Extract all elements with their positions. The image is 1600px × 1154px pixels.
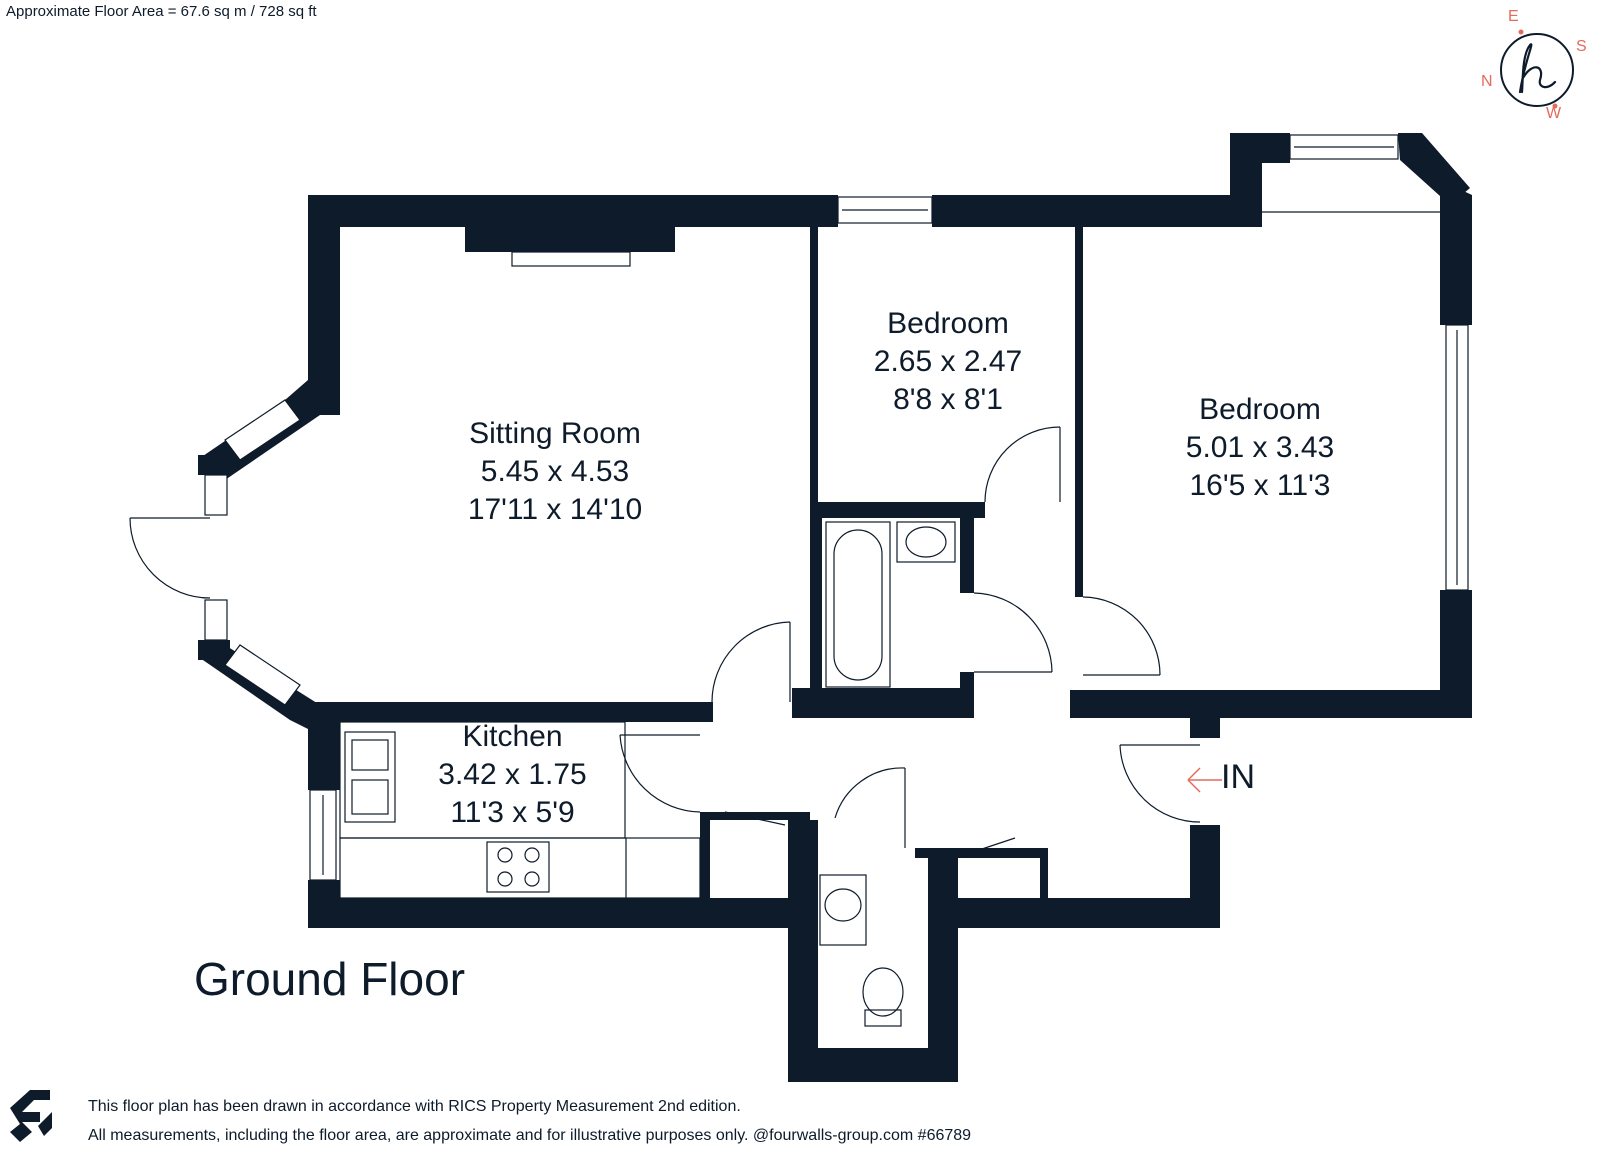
room-bedroom-small-name: Bedroom — [887, 307, 1009, 340]
walls — [198, 133, 1472, 1082]
wall-left-upper — [308, 195, 340, 385]
wall-bathroom-bottom — [792, 688, 974, 718]
kitchen-sink-unit — [344, 731, 396, 823]
hob-ring-2 — [524, 847, 540, 863]
room-kitchen-metric: 3.42 x 1.75 — [438, 758, 587, 791]
bath-outline — [825, 521, 891, 688]
wall-bottom-left — [308, 898, 788, 928]
room-bedroom-small: Bedroom 2.65 x 2.47 8'8 x 8'1 — [828, 305, 1068, 419]
wall-right-top — [1440, 180, 1472, 325]
room-bedroom-large: Bedroom 5.01 x 3.43 16'5 x 11'3 — [1135, 391, 1385, 505]
toilet-bowl — [862, 967, 904, 1017]
kitchen-drainer — [351, 739, 389, 771]
door-arc-sitting — [711, 621, 791, 703]
wall-top-bedroom-left — [798, 195, 838, 227]
wall-entrance-upper — [1190, 718, 1220, 738]
door-cupboard-left — [724, 811, 786, 826]
wall-bottom-right — [928, 898, 1220, 928]
fireplace-hearth — [511, 251, 631, 267]
room-bedroom-large-name: Bedroom — [1199, 393, 1321, 426]
door-arc-garden — [129, 517, 211, 599]
fourwalls-logo-icon — [10, 1090, 52, 1142]
kitchen-sink-bowl — [351, 779, 389, 815]
windows — [204, 134, 1469, 881]
wall-entrance-lower — [1190, 825, 1220, 928]
wall-bay-upper-end — [198, 455, 230, 475]
door-arc-bedroom-large — [1082, 596, 1161, 676]
room-bedroom-small-imperial: 8'8 x 8'1 — [893, 383, 1003, 416]
room-bedroom-large-imperial: 16'5 x 11'3 — [1189, 469, 1331, 502]
window-bay-lower — [224, 644, 301, 706]
room-sitting-name: Sitting Room — [469, 417, 641, 450]
basin-bathroom — [905, 526, 947, 558]
entrance-arrow-icon — [1187, 767, 1222, 793]
wall-bedroom-bottom — [1070, 690, 1472, 718]
compass-east-label: E — [1508, 8, 1519, 25]
wc-basin-unit — [819, 874, 867, 946]
wall-bathroom-right — [960, 518, 974, 593]
window-bay-upper — [224, 399, 301, 461]
hob-ring-1 — [497, 847, 513, 863]
footer-disclaimer-2: All measurements, including the floor ar… — [88, 1127, 972, 1144]
wall-bathroom-left — [810, 518, 822, 688]
wall-cupboard-right — [1040, 848, 1048, 898]
door-arc-kitchen — [619, 734, 701, 813]
toilet-cistern — [864, 1009, 902, 1027]
bath-tub — [833, 529, 883, 681]
room-sitting-imperial: 17'11 x 14'10 — [467, 493, 643, 526]
compass-logo-icon — [1500, 29, 1574, 109]
footer-disclaimer-1: This floor plan has been drawn in accord… — [88, 1098, 741, 1115]
compass-north-label: N — [1481, 73, 1493, 90]
floor-area-label: Approximate Floor Area = 67.6 sq m / 728… — [6, 3, 317, 20]
wall-bathroom-top — [810, 502, 985, 518]
room-kitchen-imperial: 11'3 x 5'9 — [450, 796, 575, 829]
door-arc-bathroom — [973, 592, 1053, 673]
wall-sitting-bedroom — [810, 227, 818, 502]
wall-kitchen-left-upper — [308, 702, 340, 790]
compass-west-label: W — [1546, 105, 1562, 122]
basin-bathroom-unit — [896, 521, 956, 563]
door-arc-wc — [834, 767, 906, 819]
room-kitchen-name: Kitchen — [462, 720, 563, 753]
wall-kitchen-top — [308, 702, 713, 722]
wall-bedrooms-partition — [1075, 227, 1083, 597]
chimney-breast — [465, 227, 675, 252]
window-bay-side-upper — [204, 474, 228, 516]
floor-title: Ground Floor — [194, 953, 466, 1005]
wall-wc-left — [788, 820, 818, 1082]
room-kitchen: Kitchen 3.42 x 1.75 11'3 x 5'9 — [395, 718, 630, 832]
room-sitting: Sitting Room 5.45 x 4.53 17'11 x 14'10 — [430, 415, 680, 529]
door-arc-bedroom-small — [984, 426, 1061, 503]
doors — [129, 426, 1201, 859]
hob-ring-3 — [497, 871, 513, 887]
wall-hall-cupboard — [710, 812, 810, 820]
room-bedroom-large-metric: 5.01 x 3.43 — [1185, 431, 1335, 464]
room-sitting-metric: 5.45 x 4.53 — [480, 455, 630, 488]
wc-basin — [824, 888, 862, 922]
wall-cupboard-top — [915, 848, 1045, 858]
entrance-label: IN — [1221, 758, 1255, 796]
door-arc-entrance — [1119, 744, 1201, 823]
wall-kitchen-right — [700, 812, 710, 898]
compass-south-label: S — [1576, 38, 1587, 55]
kitchen-worktop-lower — [339, 837, 701, 899]
room-bedroom-small-metric: 2.65 x 2.47 — [873, 345, 1023, 378]
fixtures — [339, 211, 1440, 1027]
wall-step-top — [1230, 133, 1290, 163]
window-bay-side-lower — [204, 599, 228, 641]
wall-wc-right — [928, 848, 958, 1082]
wall-top-sitting — [308, 195, 798, 227]
wall-top-bedroom-right — [932, 195, 1262, 227]
hob-ring-4 — [524, 871, 540, 887]
door-cupboard-right — [954, 837, 1016, 859]
hob — [486, 841, 550, 893]
